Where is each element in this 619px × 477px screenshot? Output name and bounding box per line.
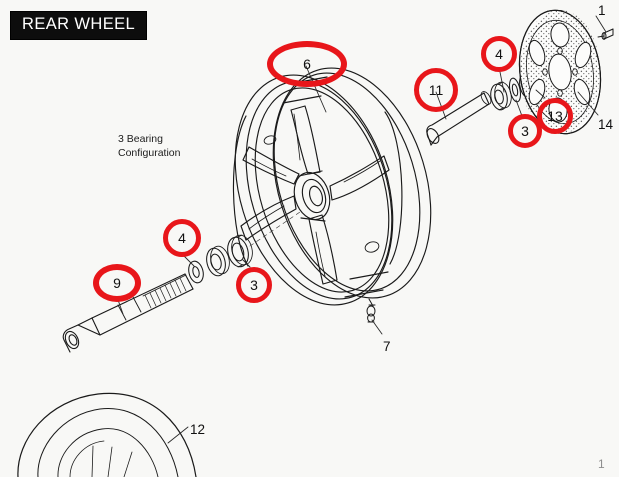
page-title: REAR WHEEL bbox=[10, 11, 148, 40]
left-bearing-graphic bbox=[206, 234, 253, 277]
rear-axle-graphic bbox=[62, 273, 194, 353]
rear-wheel-graphic bbox=[232, 67, 432, 306]
rear-tire-graphic bbox=[17, 392, 197, 477]
valve-stem-graphic bbox=[366, 298, 376, 323]
axle-spacer-collar-graphic bbox=[426, 91, 492, 146]
label-7: 7 bbox=[383, 339, 391, 354]
callout-3-left[interactable]: 3 bbox=[236, 267, 272, 303]
callout-3-right[interactable]: 3 bbox=[508, 114, 542, 148]
callout-11[interactable]: 11 bbox=[414, 68, 458, 112]
label-12: 12 bbox=[190, 422, 206, 437]
callout-9[interactable]: 9 bbox=[93, 264, 141, 302]
brake-disc-bolt-graphic bbox=[597, 28, 614, 40]
callout-4-right[interactable]: 4 bbox=[481, 36, 517, 72]
callout-4-left[interactable]: 4 bbox=[163, 219, 201, 257]
label-1-top: 1 bbox=[598, 3, 606, 18]
callout-6[interactable]: 6 bbox=[267, 41, 347, 87]
label-page-number: 1 bbox=[598, 457, 605, 471]
label-14: 14 bbox=[598, 117, 614, 132]
callout-13[interactable]: 13 bbox=[537, 98, 573, 134]
bearing-configuration-note: 3 Bearing Configuration bbox=[118, 133, 181, 159]
leader-lines bbox=[116, 15, 607, 444]
left-spacer-washer-graphic bbox=[188, 260, 204, 284]
